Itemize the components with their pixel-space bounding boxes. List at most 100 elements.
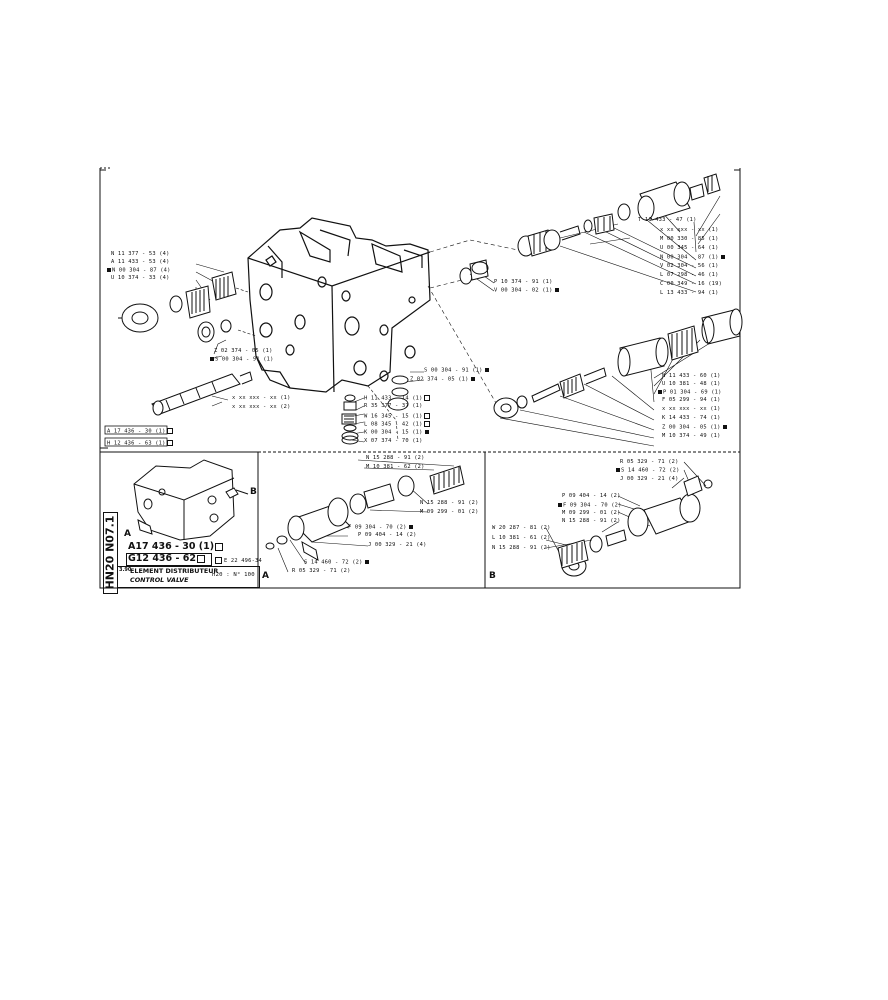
label-b-7: N 15 288 - 91 (2) <box>562 518 621 524</box>
label-b-6: M 09 299 - 01 (2) <box>562 510 621 516</box>
label-b-1: R 05 329 - 71 (2) <box>620 459 679 465</box>
label-a-2: M 10 381 - 62 (2) <box>366 464 425 470</box>
left-port-fittings <box>118 271 237 343</box>
new-part-marker <box>554 288 559 292</box>
label-b-5: F 09 304 - 70 (2) <box>558 503 622 509</box>
new-part-marker <box>720 255 725 259</box>
new-part-marker <box>364 560 369 564</box>
label-plug-1: P 10 374 - 91 (1) <box>494 279 553 285</box>
label-mr-7: Z 00 304 - 05 (1) <box>662 425 728 431</box>
new-part-marker <box>470 377 475 381</box>
kit-marker <box>196 554 205 563</box>
label-left-3: N 00 304 - 87 (4) <box>107 268 171 274</box>
label-a-9: R 05 329 - 71 (2) <box>292 568 351 574</box>
label-c-8: X 07 374 - 70 (1) <box>364 438 423 444</box>
label-tr-6: V 02 304 - 56 (1) <box>660 263 719 269</box>
ref-main: A17 436 - 30 (1) <box>128 542 224 552</box>
label-c-4: R 35 377 - 37 (1) <box>364 403 423 409</box>
label-mr-1: N 11 433 - 60 (1) <box>662 373 721 379</box>
label-a-5: F 09 304 - 70 (2) <box>348 525 414 531</box>
mid-right-spool-group <box>493 308 743 419</box>
label-c-2: Z 02 374 - 05 (1) <box>410 377 476 383</box>
label-left-4: U 10 374 - 33 (4) <box>111 275 170 281</box>
label-b-2: S 14 460 - 72 (2) <box>616 468 680 474</box>
overview-label-a: A <box>124 529 131 539</box>
new-part-marker <box>210 357 214 361</box>
label-a-4: M 09 299 - 01 (2) <box>420 509 479 515</box>
checkbox-marker <box>215 557 222 564</box>
label-tr-1: T 11 433 - 47 (1) <box>638 217 697 223</box>
label-mr-4: F 05 299 - 94 (1) <box>662 397 721 403</box>
kit-marker <box>423 395 430 401</box>
label-a-3: N 15 288 - 91 (2) <box>420 500 479 506</box>
ref-set-box <box>126 553 212 566</box>
label-c-3: H 11 433 - 14 (1) <box>364 395 430 402</box>
kit-marker <box>166 440 173 446</box>
new-part-marker <box>558 503 562 507</box>
label-mr-5: x xx xxx - xx (1) <box>662 406 721 412</box>
section-b-parts <box>557 475 713 577</box>
kit-marker <box>423 413 430 419</box>
label-left-1: N 11 377 - 53 (4) <box>111 251 170 257</box>
label-mr-2: U 10 381 - 48 (1) <box>662 381 721 387</box>
label-b-9: L 10 381 - 61 (2) <box>492 535 551 541</box>
new-part-marker <box>616 468 620 472</box>
label-spool-2: x xx xxx - xx (2) <box>232 404 291 410</box>
overview-label-b: B <box>250 487 257 497</box>
valve-block-main <box>247 217 431 393</box>
label-tr-2: x xx xxx - xx (1) <box>660 227 719 233</box>
new-part-marker <box>408 525 413 529</box>
label-a-7: J 00 329 - 21 (4) <box>368 542 427 548</box>
label-c-7: K 00 304 - 15 (1) <box>364 430 430 436</box>
section-a-letter: A <box>262 571 269 581</box>
title-block <box>117 566 260 588</box>
title-page: 3.90 <box>119 567 132 573</box>
center-stack-parts <box>341 375 409 445</box>
overview-drawing <box>133 459 249 541</box>
label-a-6: P 09 404 - 14 (2) <box>358 532 417 538</box>
label-b-10: N 15 288 - 91 (2) <box>492 545 551 551</box>
section-a-parts <box>265 465 465 561</box>
label-a-1: N 15 288 - 91 (2) <box>366 455 425 461</box>
label-left-6: S 00 304 - 91 (1) <box>210 357 274 363</box>
label-a-8: S 14 460 - 72 (2) <box>304 560 370 566</box>
label-spool-1: x xx xxx - xx (1) <box>232 395 291 401</box>
kit-marker <box>215 542 224 551</box>
section-b-letter: B <box>489 571 496 581</box>
new-part-marker <box>107 268 111 272</box>
label-mr-8: M 10 374 - 49 (1) <box>662 433 721 439</box>
new-part-marker <box>658 390 662 394</box>
label-mr-3: P 01 304 - 69 (1) <box>658 390 722 396</box>
label-tr-4: U 00 345 - 64 (1) <box>660 245 719 251</box>
title-model: H20 : N° 100 <box>212 572 255 578</box>
ref-set-note: E 22 496-34 <box>214 557 262 564</box>
label-left-5: Z 02 374 - 05 (1) <box>214 348 273 354</box>
diagram-frame <box>99 167 741 589</box>
title-fr: ELEMENT DISTRIBUTEUR <box>130 567 219 575</box>
label-tr-3: M 00 330 - 85 (1) <box>660 236 719 242</box>
label-b-3: J 00 329 - 21 (4) <box>620 476 679 482</box>
label-c-6: L 08 345 - 42 (1) <box>364 421 430 428</box>
ref-set: G12 436 - 62 <box>128 554 205 564</box>
sheet-code: HN20 N07.1 <box>103 515 117 590</box>
kit-marker <box>166 428 173 434</box>
label-tr-5: N 00 304 - 87 (1) <box>660 255 726 261</box>
top-right-cartridge <box>517 173 721 257</box>
label-mr-6: K 14 433 - 74 (1) <box>662 415 721 421</box>
sheet-code-box: HN20 N07.1 <box>103 512 118 594</box>
label-tr-7: L 07 298 - 46 (1) <box>660 272 719 278</box>
label-ref-2: H 12 436 - 63 (1) <box>107 440 173 447</box>
label-tr-8: C 00 349 - 16 (19) <box>660 281 723 287</box>
label-left-2: A 11 433 - 53 (4) <box>111 259 170 265</box>
new-part-marker <box>424 430 429 434</box>
label-c-1: S 00 304 - 91 (1) <box>424 368 490 374</box>
new-part-marker <box>484 368 489 372</box>
title-en: CONTROL VALVE <box>130 576 189 584</box>
plug-fitting <box>459 259 489 285</box>
label-b-4: P 09 404 - 14 (2) <box>562 493 621 499</box>
kit-marker <box>423 421 430 427</box>
label-c-5: W 16 345 - 15 (1) <box>364 413 430 420</box>
label-b-8: W 20 287 - 81 (2) <box>492 525 551 531</box>
label-tr-9: L 13 433 - 94 (1) <box>660 290 719 296</box>
